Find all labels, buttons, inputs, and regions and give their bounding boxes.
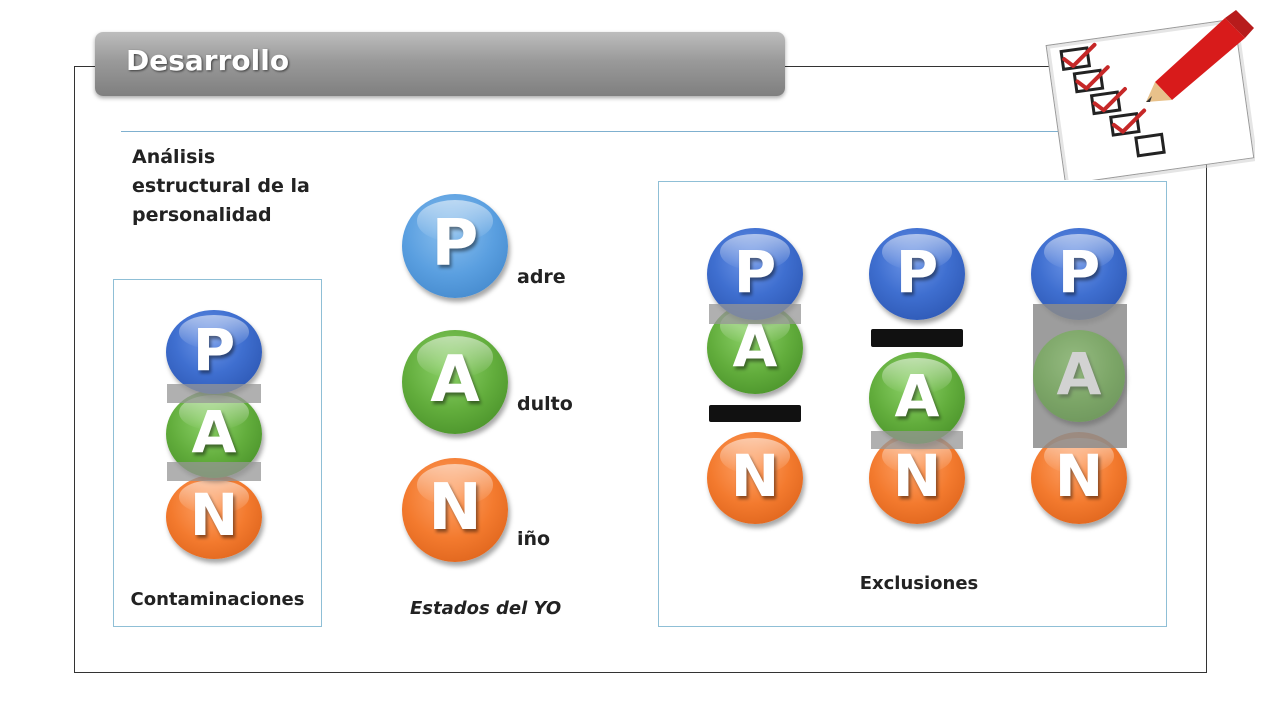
contamination-overlap (167, 462, 261, 481)
exclusion-bar (871, 329, 963, 347)
exclusiones-box: N A P N A P N P A Exclusiones (658, 181, 1167, 627)
header-bar (95, 32, 785, 96)
section-subtitle: Análisis estructural de la personalidad (132, 146, 310, 226)
padre-ball: P (166, 310, 262, 394)
checklist-pencil-icon (1040, 10, 1258, 188)
adulto-label: dulto (517, 393, 573, 415)
adulto-ball: A (1033, 330, 1125, 422)
estados-caption: Estados del YO (410, 598, 562, 619)
padre-ball: P (402, 194, 508, 298)
contaminaciones-box: N A P Contaminaciones (113, 279, 322, 627)
page-title: Desarrollo (126, 44, 290, 77)
padre-ball: P (869, 228, 965, 320)
contamination-overlap (709, 304, 801, 324)
contamination-overlap (871, 431, 963, 449)
nino-ball: N (402, 458, 508, 562)
exclusiones-caption: Exclusiones (859, 573, 979, 594)
exclusion-bar (709, 405, 801, 422)
nino-ball: N (707, 432, 803, 524)
nino-ball: N (166, 475, 262, 559)
contamination-overlap (167, 384, 261, 403)
nino-label: iño (517, 528, 551, 550)
contaminaciones-caption: Contaminaciones (130, 589, 305, 610)
divider (121, 131, 1061, 132)
padre-label: adre (517, 266, 566, 288)
adulto-ball: A (402, 330, 508, 434)
adulto-ball: A (869, 352, 965, 444)
